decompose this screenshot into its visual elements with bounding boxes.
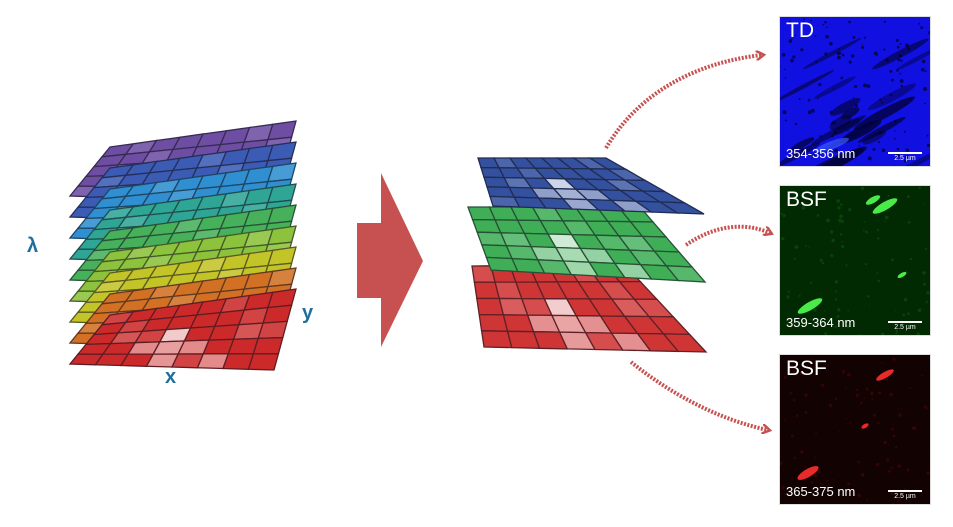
- scale-bar-label: 2.5 µm: [894, 493, 916, 500]
- grid-cell: [662, 333, 708, 353]
- extracted-layers: [467, 157, 708, 353]
- scale-bar: 2.5 µm: [888, 321, 922, 331]
- spectral-cube: [68, 120, 297, 371]
- panel-wavelength-range: 365-375 nm: [786, 484, 856, 499]
- scale-bar: 2.5 µm: [888, 490, 922, 500]
- curved-arrow-icon: [604, 55, 762, 150]
- grid-cell: [664, 265, 707, 283]
- grid-cell: [262, 304, 293, 324]
- panel-image-bsf-green: [780, 186, 930, 335]
- grid-cell: [257, 320, 289, 340]
- image-panel-td: TD 354-356 nm 2.5 µm: [779, 16, 931, 167]
- curved-arrow-icon: [684, 224, 770, 247]
- cube-layer: [68, 288, 297, 371]
- scale-bar-label: 2.5 µm: [894, 324, 916, 331]
- image-panel-bsf-red: BSF 365-375 nm 2.5 µm: [779, 354, 931, 505]
- panel-title: BSF: [786, 188, 827, 211]
- panel-wavelength-range: 359-364 nm: [786, 315, 856, 330]
- scale-bar-label: 2.5 µm: [894, 155, 916, 162]
- process-arrow-icon: [357, 173, 423, 347]
- axis-label-lambda: λ: [27, 235, 39, 257]
- scale-bar: 2.5 µm: [888, 152, 922, 162]
- extracted-layer: [477, 157, 705, 215]
- panel-image-td: [780, 17, 930, 166]
- curved-arrows: [604, 55, 770, 430]
- extracted-layer: [471, 263, 708, 353]
- extracted-layer: [467, 206, 707, 283]
- curved-arrow-icon: [629, 360, 768, 430]
- panel-title: BSF: [786, 357, 827, 380]
- grid-cell: [480, 330, 513, 349]
- panel-title: TD: [786, 19, 814, 42]
- grid-cell: [252, 336, 284, 355]
- panel-wavelength-range: 354-356 nm: [786, 146, 856, 161]
- grid-cell: [657, 201, 705, 215]
- image-panel-bsf-green: BSF 359-364 nm 2.5 µm: [779, 185, 931, 336]
- axis-label-x: x: [165, 366, 177, 388]
- grid-cell: [247, 353, 280, 371]
- panel-image-bsf-red: [780, 355, 930, 504]
- axis-label-y: y: [302, 302, 314, 324]
